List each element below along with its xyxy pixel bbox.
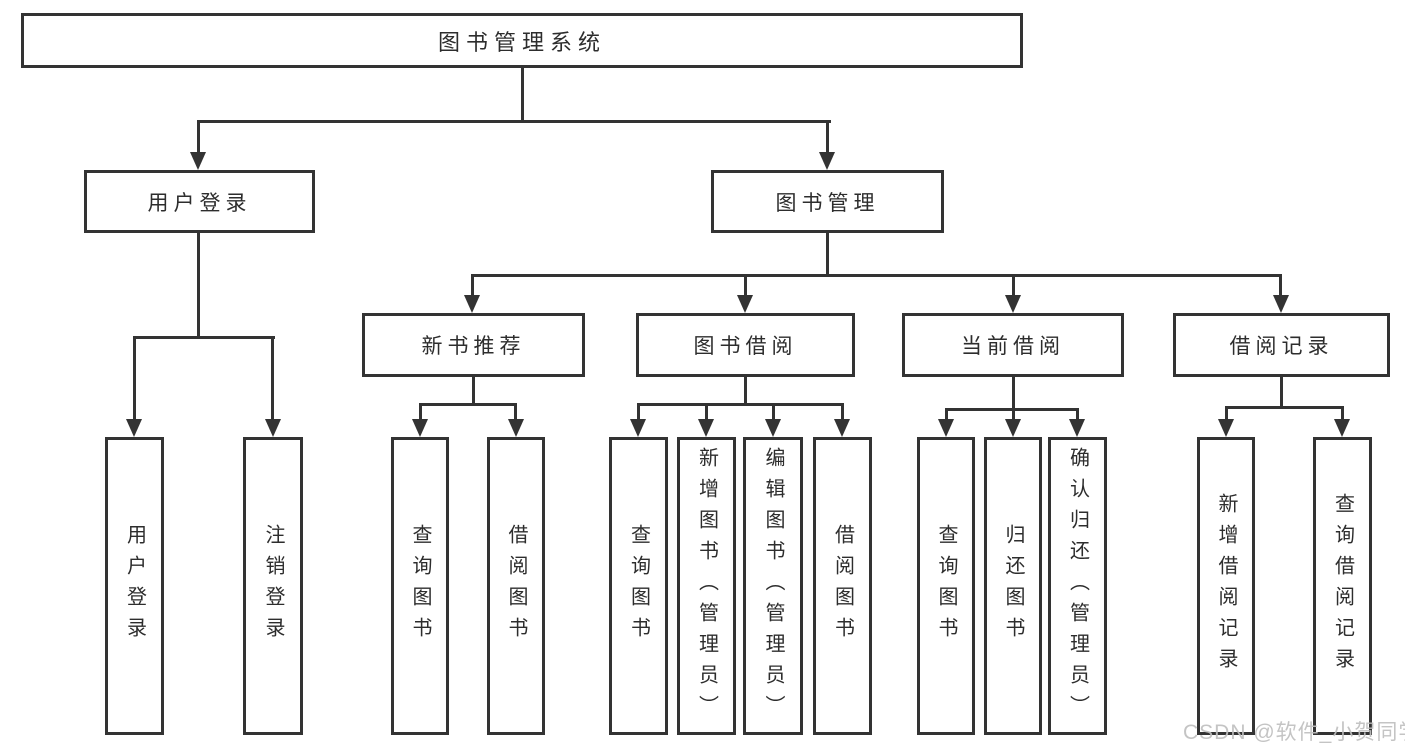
- node-new-book-recommend-label: 新书推荐: [421, 335, 526, 358]
- connector-root-hline: [198, 120, 831, 123]
- node-book-borrow-label: 图书借阅: [693, 335, 798, 358]
- arrow-down-icon: [126, 419, 142, 437]
- arrow-down-icon: [938, 419, 954, 437]
- node-user-login-label: 用户登录: [147, 191, 252, 215]
- connector-newbook-hline: [419, 403, 517, 406]
- connector-borrow-stem-4: [841, 403, 844, 420]
- connector-bookmgmt-stem-3: [1012, 274, 1015, 297]
- connector-borrow-stem-1: [637, 403, 640, 420]
- arrow-down-icon: [464, 295, 480, 313]
- connector-record-hline: [1225, 406, 1344, 409]
- connector-userlogin-trunk: [197, 233, 200, 339]
- connector-bookmgmt-stem-4: [1279, 274, 1282, 297]
- node-current-borrow: 当前借阅: [902, 313, 1124, 377]
- arrow-down-icon: [508, 419, 524, 437]
- leaf-borrow-books-2: 借阅图书: [813, 437, 872, 735]
- connector-borrow-stem-2: [705, 403, 708, 420]
- node-borrow-record: 借阅记录: [1173, 313, 1390, 377]
- connector-borrow-hline: [637, 403, 844, 406]
- connector-current-stem-3: [1076, 408, 1079, 420]
- connector-newbook-stem-2: [514, 403, 517, 420]
- leaf-borrow-books-1: 借阅图书: [487, 437, 545, 735]
- node-book-management-label: 图书管理: [775, 191, 880, 215]
- arrow-down-icon: [1005, 419, 1021, 437]
- arrow-down-icon: [737, 295, 753, 313]
- leaf-borrow-books-2-label: 借阅图书: [831, 524, 854, 648]
- csdn-watermark: CSDN @软件_小贺同学: [1183, 721, 1405, 744]
- leaf-query-borrow-record: 查询借阅记录: [1313, 437, 1372, 735]
- leaf-borrow-books-1-label: 借阅图书: [505, 524, 527, 648]
- connector-current-trunk: [1012, 377, 1015, 410]
- leaf-query-books-3-label: 查询图书: [935, 524, 957, 648]
- leaf-query-books-2: 查询图书: [609, 437, 668, 735]
- connector-borrow-trunk: [744, 377, 747, 405]
- leaf-user-login: 用户登录: [105, 437, 164, 735]
- connector-borrow-stem-3: [772, 403, 775, 420]
- leaf-query-books-3: 查询图书: [917, 437, 975, 735]
- node-root-label: 图书管理系统: [437, 29, 606, 55]
- leaf-logout-label: 注销登录: [262, 524, 284, 648]
- leaf-confirm-return-admin: 确认归还（管理员）: [1048, 437, 1107, 735]
- arrow-down-icon: [265, 419, 281, 437]
- leaf-query-books-2-label: 查询图书: [627, 524, 650, 648]
- leaf-query-books-1-label: 查询图书: [409, 524, 431, 648]
- leaf-add-borrow-record: 新增借阅记录: [1197, 437, 1255, 735]
- arrow-down-icon: [819, 152, 835, 170]
- arrow-down-icon: [834, 419, 850, 437]
- node-current-borrow-label: 当前借阅: [961, 335, 1065, 358]
- leaf-user-login-label: 用户登录: [123, 524, 146, 648]
- connector-record-stem-1: [1225, 406, 1228, 420]
- leaf-add-borrow-record-label: 新增借阅记录: [1215, 493, 1237, 679]
- leaf-logout: 注销登录: [243, 437, 303, 735]
- connector-record-stem-2: [1341, 406, 1344, 420]
- connector-current-stem-1: [945, 408, 948, 420]
- connector-record-trunk: [1280, 377, 1283, 409]
- connector-current-stem-2: [1012, 408, 1015, 420]
- arrow-down-icon: [1005, 295, 1021, 313]
- leaf-add-book-admin: 新增图书（管理员）: [677, 437, 736, 735]
- leaf-edit-book-admin: 编辑图书（管理员）: [743, 437, 803, 735]
- arrow-down-icon: [1218, 419, 1234, 437]
- connector-userlogin-stem-2: [271, 336, 274, 420]
- arrow-down-icon: [412, 419, 428, 437]
- connector-newbook-trunk: [472, 377, 475, 406]
- leaf-return-book: 归还图书: [984, 437, 1042, 735]
- connector-bookmgmt-trunk: [826, 233, 829, 277]
- arrow-down-icon: [630, 419, 646, 437]
- arrow-down-icon: [765, 419, 781, 437]
- node-root: 图书管理系统: [21, 13, 1023, 68]
- node-book-management: 图书管理: [711, 170, 944, 233]
- connector-bookmgmt-hline: [471, 274, 1281, 277]
- leaf-confirm-return-admin-label: 确认归还（管理员）: [1066, 446, 1089, 726]
- connector-root-trunk: [521, 68, 524, 123]
- connector-bookmgmt-stem-2: [744, 274, 747, 297]
- connector-userlogin-hline: [133, 336, 275, 339]
- connector-userlogin-stem-1: [133, 336, 136, 420]
- leaf-edit-book-admin-label: 编辑图书（管理员）: [762, 446, 784, 726]
- node-new-book-recommend: 新书推荐: [362, 313, 585, 377]
- arrow-down-icon: [1069, 419, 1085, 437]
- node-user-login: 用户登录: [84, 170, 315, 233]
- leaf-query-borrow-record-label: 查询借阅记录: [1331, 493, 1354, 679]
- arrow-down-icon: [190, 152, 206, 170]
- leaf-return-book-label: 归还图书: [1002, 524, 1024, 648]
- arrow-down-icon: [1334, 419, 1350, 437]
- connector-bookmgmt-stem-1: [471, 274, 474, 297]
- leaf-add-book-admin-label: 新增图书（管理员）: [695, 446, 718, 726]
- leaf-query-books-1: 查询图书: [391, 437, 449, 735]
- connector-root-stem-right: [826, 120, 829, 154]
- arrow-down-icon: [1273, 295, 1289, 313]
- connector-newbook-stem-1: [419, 403, 422, 420]
- arrow-down-icon: [698, 419, 714, 437]
- node-borrow-record-label: 借阅记录: [1229, 335, 1334, 358]
- node-book-borrow: 图书借阅: [636, 313, 855, 377]
- connector-root-stem-left: [197, 120, 200, 154]
